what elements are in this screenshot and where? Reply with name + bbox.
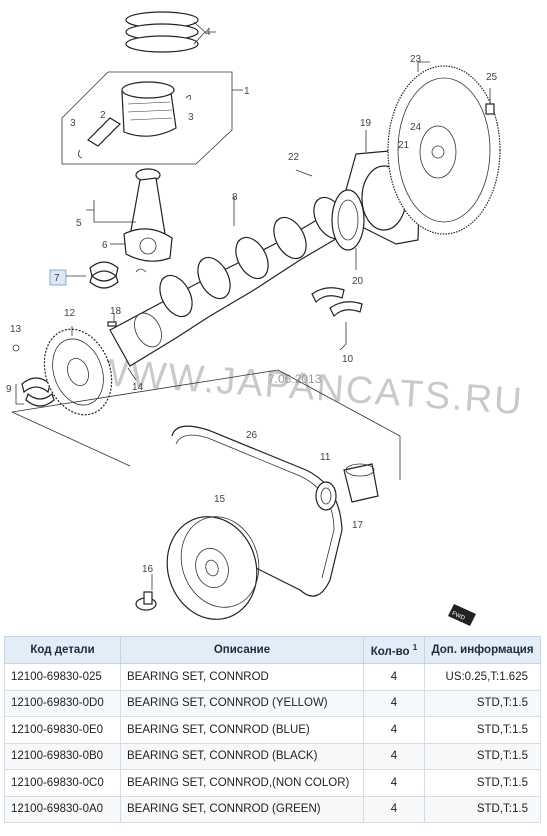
cell-info: STD,T:1.5 (424, 716, 541, 744)
rear-oil-seal (295, 127, 425, 270)
callout: 14 (132, 382, 144, 393)
cell-code[interactable]: 12100-69830-0A0 (4, 795, 121, 823)
thrust-washers (311, 287, 363, 351)
callout: 18 (110, 306, 122, 317)
conrod-bearing (49, 261, 119, 289)
callout: 24 (410, 122, 422, 133)
callout: 6 (102, 240, 108, 251)
header-qty: Кол-во 1 (363, 636, 425, 664)
table-row[interactable]: 12100-69830-0A0 BEARING SET, CONNROD (GR… (4, 795, 541, 823)
cell-qty: 4 (363, 689, 425, 717)
table-row[interactable]: 12100-69830-0D0 BEARING SET, CONNROD (YE… (4, 689, 541, 717)
callout: 26 (246, 430, 258, 441)
watermark: WWW.JAPANCATS.RU (91, 351, 525, 423)
callout-labels: 1 2 3 3 4 5 6 7 8 9 10 11 12 13 14 15 16… (6, 27, 498, 575)
callout: 9 (6, 384, 12, 395)
fwd-label: FWD (451, 611, 467, 622)
cell-info: STD,T:1.5 (424, 795, 541, 823)
cell-info: US:0.25,T:1.625 (424, 663, 541, 691)
crank-pulley (166, 516, 260, 620)
front-oil-seal (315, 481, 337, 511)
cell-description: BEARING SET, CONNROD (YELLOW) (120, 689, 364, 717)
header-info: Доп. информация (424, 636, 541, 664)
callout: 3 (70, 118, 76, 129)
parts-table: Код детали Описание Кол-во 1 Доп. информ… (4, 636, 541, 823)
crank-key (107, 314, 137, 381)
forward-arrow-icon: FWD (448, 604, 476, 626)
cell-qty: 4 (363, 795, 425, 823)
callout: 7 (54, 273, 60, 284)
piston-assembly (61, 71, 243, 165)
cell-description: BEARING SET, CONNROD (GREEN) (120, 795, 364, 823)
callout: 23 (410, 54, 422, 65)
table-header-row: Код детали Описание Кол-во 1 Доп. информ… (4, 636, 541, 664)
parts-diagram: WWW.JAPANCATS.RU 7.06.2013 (6, 11, 525, 626)
callout: 4 (205, 27, 211, 38)
belt-drive-box (11, 369, 401, 480)
callout: 16 (142, 564, 154, 575)
cell-description: BEARING SET, CONNROD (BLACK) (120, 742, 364, 770)
callout: 20 (352, 276, 364, 287)
crank-timing-gear (343, 463, 379, 503)
timing-sprocket (12, 326, 113, 416)
connecting-rod (86, 168, 173, 273)
table-row[interactable]: 12100-69830-0B0 BEARING SET, CONNROD (BL… (4, 742, 541, 770)
cell-description: BEARING SET, CONNROD (120, 663, 364, 691)
header-qty-footnote: 1 (412, 642, 418, 652)
header-code: Код детали (4, 636, 121, 664)
pulley-bolt (135, 574, 157, 611)
callout: 15 (214, 494, 226, 505)
callout: 22 (288, 152, 300, 163)
piston-rings (125, 11, 216, 53)
cell-qty: 4 (363, 742, 425, 770)
cell-info: STD,T:1.5 (424, 769, 541, 797)
callout: 13 (10, 324, 22, 335)
table-row[interactable]: 12100-69830-025 BEARING SET, CONNROD 4 U… (4, 663, 541, 691)
callout: 3 (188, 112, 194, 123)
callout: 17 (352, 520, 364, 531)
cell-code[interactable]: 12100-69830-025 (4, 663, 121, 691)
callout: 11 (320, 452, 331, 463)
cell-code[interactable]: 12100-69830-0B0 (4, 742, 121, 770)
table-row[interactable]: 12100-69830-0C0 BEARING SET, CONNROD,(NO… (4, 769, 541, 797)
callout: 5 (76, 218, 82, 229)
callout: 21 (398, 140, 410, 151)
callout: 8 (232, 192, 238, 203)
callout: 1 (244, 86, 250, 97)
cell-description: BEARING SET, CONNROD (BLUE) (120, 716, 364, 744)
cell-qty: 4 (363, 716, 425, 744)
cell-qty: 4 (363, 663, 425, 691)
table-row[interactable]: 12100-69830-0E0 BEARING SET, CONNROD (BL… (4, 716, 541, 744)
callout: 2 (100, 110, 106, 121)
main-bearings (15, 377, 55, 407)
cell-code[interactable]: 12100-69830-0E0 (4, 716, 121, 744)
cell-qty: 4 (363, 769, 425, 797)
callout: 19 (360, 118, 372, 129)
callout: 12 (64, 308, 76, 319)
cell-code[interactable]: 12100-69830-0D0 (4, 689, 121, 717)
cell-description: BEARING SET, CONNROD,(NON COLOR) (120, 769, 364, 797)
flywheel (387, 61, 501, 235)
callout: 25 (486, 72, 498, 83)
cell-info: STD,T:1.5 (424, 689, 541, 717)
header-qty-text: Кол-во (370, 645, 410, 658)
cell-info: STD,T:1.5 (424, 742, 541, 770)
cell-code[interactable]: 12100-69830-0C0 (4, 769, 121, 797)
callout: 10 (342, 354, 354, 365)
header-description: Описание (120, 636, 364, 664)
